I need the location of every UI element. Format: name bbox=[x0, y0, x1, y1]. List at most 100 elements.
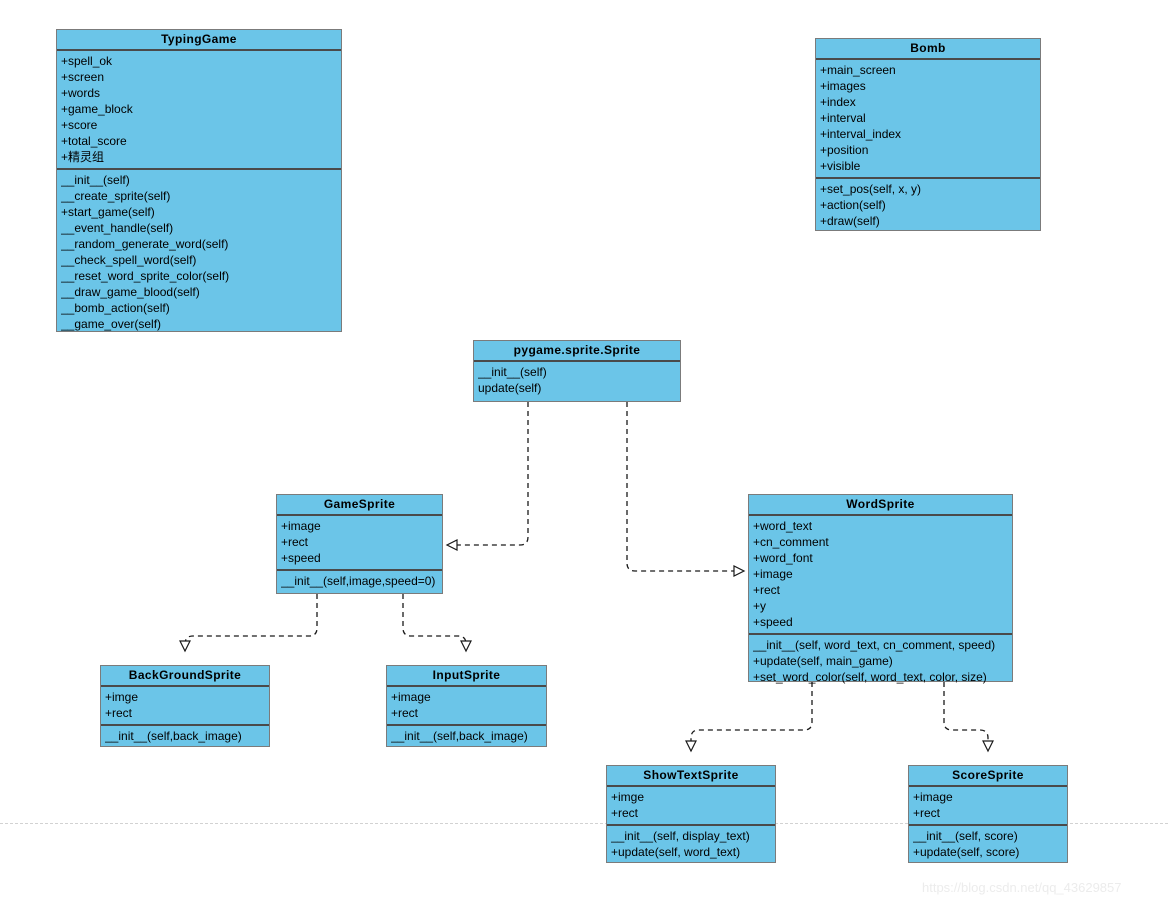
class-box-showtext-sprite[interactable]: ShowTextSprite +imge +rect __init__(self… bbox=[606, 765, 776, 863]
edge-showtextsprite-to-wordsprite bbox=[685, 682, 813, 753]
class-methods-typing-game: __init__(self) __create_sprite(self) +st… bbox=[57, 168, 341, 335]
attribute-row: +word_font bbox=[753, 551, 813, 565]
method-row: +update(self, main_game) bbox=[753, 654, 893, 668]
class-attributes-word-sprite: +word_text +cn_comment +word_font +image… bbox=[749, 516, 1012, 633]
method-row: __reset_word_sprite_color(self) bbox=[61, 269, 230, 283]
attribute-row: +rect bbox=[105, 706, 133, 720]
method-row: +set_word_color(self, word_text, color, … bbox=[753, 670, 987, 684]
class-attributes-score-sprite: +image +rect bbox=[909, 787, 1067, 824]
class-title-background-sprite: BackGroundSprite bbox=[101, 666, 269, 687]
method-row: __init__(self,back_image) bbox=[391, 729, 528, 743]
method-row: +action(self) bbox=[820, 198, 886, 212]
attribute-row: +精灵组 bbox=[61, 150, 105, 164]
class-box-word-sprite[interactable]: WordSprite +word_text +cn_comment +word_… bbox=[748, 494, 1013, 684]
attribute-row: +images bbox=[820, 79, 866, 93]
attribute-row: +speed bbox=[753, 615, 793, 629]
class-box-pygame-sprite[interactable]: pygame.sprite.Sprite __init__(self) upda… bbox=[473, 340, 681, 402]
watermark-text: https://blog.csdn.net/qq_43629857 bbox=[922, 880, 1122, 895]
class-methods-pygame-sprite: __init__(self) update(self) bbox=[474, 362, 680, 399]
page-boundary-guide bbox=[0, 823, 1168, 824]
class-methods-background-sprite: __init__(self,back_image) bbox=[101, 724, 269, 747]
class-box-score-sprite[interactable]: ScoreSprite +image +rect __init__(self, … bbox=[908, 765, 1068, 863]
method-row: __init__(self, display_text) bbox=[611, 829, 750, 843]
class-methods-word-sprite: __init__(self, word_text, cn_comment, sp… bbox=[749, 633, 1012, 688]
attribute-row: +spell_ok bbox=[61, 54, 113, 68]
method-row: +set_pos(self, x, y) bbox=[820, 182, 922, 196]
method-row: __init__(self) bbox=[478, 365, 547, 379]
attribute-row: +game_block bbox=[61, 102, 133, 116]
method-row: +start_game(self) bbox=[61, 205, 155, 219]
attribute-row: +interval_index bbox=[820, 127, 902, 141]
class-title-showtext-sprite: ShowTextSprite bbox=[607, 766, 775, 787]
attribute-row: +index bbox=[820, 95, 856, 109]
attribute-row: +rect bbox=[753, 583, 781, 597]
method-row: __init__(self, word_text, cn_comment, sp… bbox=[753, 638, 996, 652]
method-row: __random_generate_word(self) bbox=[61, 237, 229, 251]
class-box-input-sprite[interactable]: InputSprite +image +rect __init__(self,b… bbox=[386, 665, 547, 747]
class-title-pygame-sprite: pygame.sprite.Sprite bbox=[474, 341, 680, 362]
attribute-row: +image bbox=[753, 567, 793, 581]
class-box-bomb[interactable]: Bomb +main_screen +images +index +interv… bbox=[815, 38, 1041, 231]
class-title-input-sprite: InputSprite bbox=[387, 666, 546, 687]
attribute-row: +speed bbox=[281, 551, 321, 565]
attribute-row: +total_score bbox=[61, 134, 127, 148]
attribute-row: +word_text bbox=[753, 519, 813, 533]
edge-scoresprite-to-wordsprite bbox=[943, 682, 994, 753]
method-row: __init__(self,back_image) bbox=[105, 729, 242, 743]
class-methods-bomb: +set_pos(self, x, y) +action(self) +draw… bbox=[816, 177, 1040, 232]
class-attributes-game-sprite: +image +rect +speed bbox=[277, 516, 442, 569]
attribute-row: +score bbox=[61, 118, 98, 132]
method-row: __create_sprite(self) bbox=[61, 189, 171, 203]
method-row: +update(self, word_text) bbox=[611, 845, 741, 859]
attribute-row: +image bbox=[391, 690, 431, 704]
class-box-typing-game[interactable]: TypingGame +spell_ok +screen +words +gam… bbox=[56, 29, 342, 332]
method-row: __game_over(self) bbox=[61, 317, 162, 331]
attribute-row: +rect bbox=[611, 806, 639, 820]
edge-gamesprite-to-sprite bbox=[445, 402, 529, 551]
attribute-row: +main_screen bbox=[820, 63, 896, 77]
class-box-background-sprite[interactable]: BackGroundSprite +imge +rect __init__(se… bbox=[100, 665, 270, 747]
attribute-row: +interval bbox=[820, 111, 866, 125]
method-row: __init__(self) bbox=[61, 173, 130, 187]
class-attributes-showtext-sprite: +imge +rect bbox=[607, 787, 775, 824]
class-box-game-sprite[interactable]: GameSprite +image +rect +speed __init__(… bbox=[276, 494, 443, 594]
method-row: update(self) bbox=[478, 381, 542, 395]
attribute-row: +imge bbox=[105, 690, 139, 704]
attribute-row: +position bbox=[820, 143, 869, 157]
class-methods-game-sprite: __init__(self,image,speed=0) bbox=[277, 569, 442, 592]
class-title-score-sprite: ScoreSprite bbox=[909, 766, 1067, 787]
edge-wordsprite-to-sprite bbox=[626, 402, 746, 577]
class-methods-score-sprite: __init__(self, score) +update(self, scor… bbox=[909, 824, 1067, 863]
class-title-typing-game: TypingGame bbox=[57, 30, 341, 51]
class-attributes-typing-game: +spell_ok +screen +words +game_block +sc… bbox=[57, 51, 341, 168]
attribute-row: +image bbox=[913, 790, 953, 804]
class-attributes-background-sprite: +imge +rect bbox=[101, 687, 269, 724]
edge-inputsprite-to-gamesprite bbox=[402, 594, 472, 653]
attribute-row: +imge bbox=[611, 790, 645, 804]
method-row: __bomb_action(self) bbox=[61, 301, 170, 315]
attribute-row: +rect bbox=[391, 706, 419, 720]
method-row: __init__(self, score) bbox=[913, 829, 1018, 843]
attribute-row: +screen bbox=[61, 70, 105, 84]
class-methods-showtext-sprite: __init__(self, display_text) +update(sel… bbox=[607, 824, 775, 863]
class-methods-input-sprite: __init__(self,back_image) bbox=[387, 724, 546, 747]
attribute-row: +visible bbox=[820, 159, 861, 173]
attribute-row: +cn_comment bbox=[753, 535, 829, 549]
attribute-row: +rect bbox=[281, 535, 309, 549]
class-title-game-sprite: GameSprite bbox=[277, 495, 442, 516]
method-row: __draw_game_blood(self) bbox=[61, 285, 200, 299]
class-attributes-input-sprite: +image +rect bbox=[387, 687, 546, 724]
method-row: __event_handle(self) bbox=[61, 221, 174, 235]
method-row: +draw(self) bbox=[820, 214, 880, 228]
attribute-row: +y bbox=[753, 599, 767, 613]
attribute-row: +image bbox=[281, 519, 321, 533]
attribute-row: +words bbox=[61, 86, 101, 100]
method-row: __init__(self,image,speed=0) bbox=[281, 574, 436, 588]
method-row: __check_spell_word(self) bbox=[61, 253, 197, 267]
edge-backgroundsprite-to-gamesprite bbox=[179, 594, 318, 653]
class-title-word-sprite: WordSprite bbox=[749, 495, 1012, 516]
class-title-bomb: Bomb bbox=[816, 39, 1040, 60]
attribute-row: +rect bbox=[913, 806, 941, 820]
method-row: +update(self, score) bbox=[913, 845, 1020, 859]
